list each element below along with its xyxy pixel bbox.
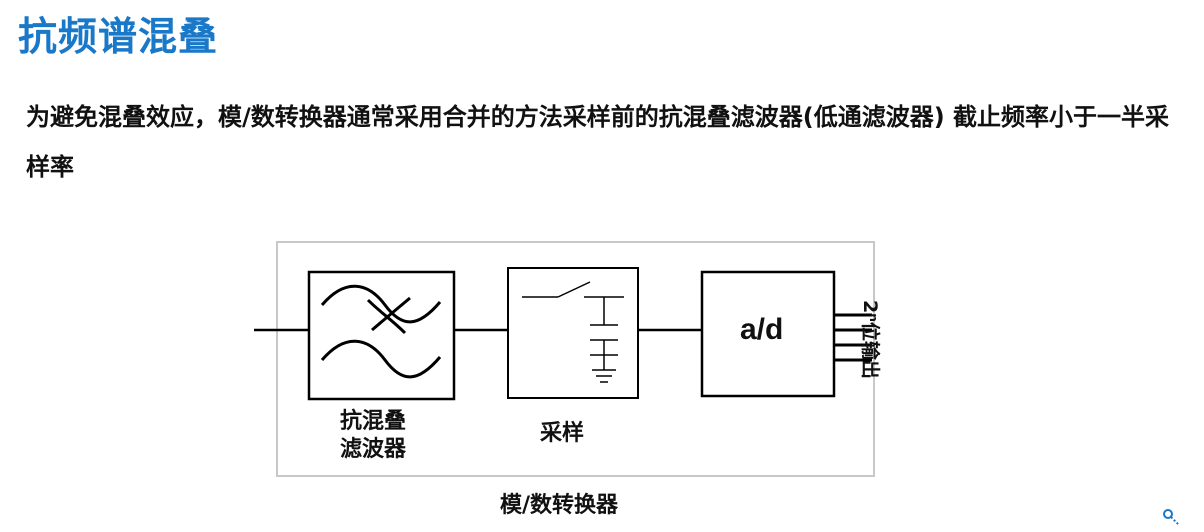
sampler-block (507, 267, 639, 399)
filter-cross-2 (371, 296, 411, 332)
filter-wave-bottom (320, 339, 442, 379)
filter-wave-top (320, 284, 442, 324)
intro-paragraph: 为避免混叠效应，模/数转换器通常采用合并的方法采样前的抗混叠滤波器(低通滤波器)… (26, 103, 1170, 181)
converter-frame (276, 241, 875, 477)
magnifier-icon[interactable] (1162, 508, 1182, 528)
filter-label: 抗混叠 滤波器 (340, 408, 406, 464)
page-title: 抗频谱混叠 (18, 15, 219, 60)
adc-block (700, 270, 836, 398)
adc-label: a/d (740, 313, 784, 346)
filter-label-line1: 抗混叠 (340, 409, 407, 434)
sampler-label: 采样 (540, 421, 585, 446)
diagram-caption: 模/数转换器 (500, 493, 619, 518)
output-bits-label: 2ⁿ位输出 (859, 300, 881, 379)
filter-label-line2: 滤波器 (340, 437, 407, 462)
filter-block (307, 270, 456, 401)
